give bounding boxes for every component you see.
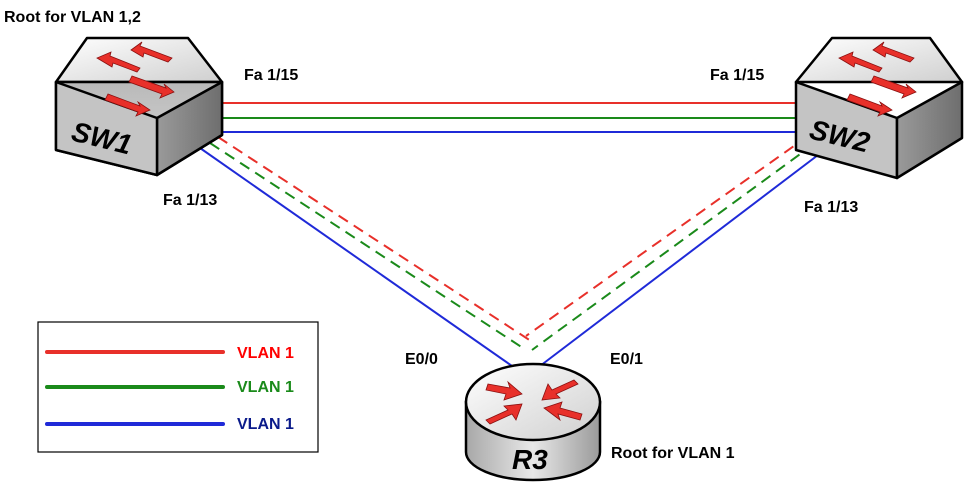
legend-label-red: VLAN 1 xyxy=(237,345,294,362)
r3-router-icon[interactable]: R3 xyxy=(464,362,602,482)
sw1-root-label: Root for VLAN 1,2 xyxy=(4,9,141,26)
sw1-fa15-label: Fa 1/15 xyxy=(244,67,298,84)
r3-e01-label: E0/1 xyxy=(610,351,643,368)
link-sw2-r3-blue xyxy=(539,151,823,367)
link-sw1-r3-red xyxy=(217,136,535,344)
r3-root-label: Root for VLAN 1 xyxy=(611,445,735,462)
legend-label-green: VLAN 1 xyxy=(237,379,294,396)
sw1-switch-icon[interactable]: SW1 xyxy=(54,36,224,177)
sw2-fa13-label: Fa 1/13 xyxy=(804,199,858,216)
legend: VLAN 1 VLAN 1 VLAN 1 xyxy=(37,321,319,453)
link-sw1-r3-blue xyxy=(199,147,513,367)
r3-e00-label: E0/0 xyxy=(405,351,438,368)
sw1-fa13-label: Fa 1/13 xyxy=(163,192,217,209)
link-sw2-r3-red xyxy=(525,135,809,337)
legend-label-blue: VLAN 1 xyxy=(237,416,294,433)
link-sw1-r3-green xyxy=(209,142,527,351)
link-sw2-r3-green xyxy=(531,143,815,351)
r3-name: R3 xyxy=(512,444,548,475)
sw2-switch-icon[interactable]: SW2 xyxy=(794,36,964,180)
sw2-fa15-label: Fa 1/15 xyxy=(710,67,764,84)
